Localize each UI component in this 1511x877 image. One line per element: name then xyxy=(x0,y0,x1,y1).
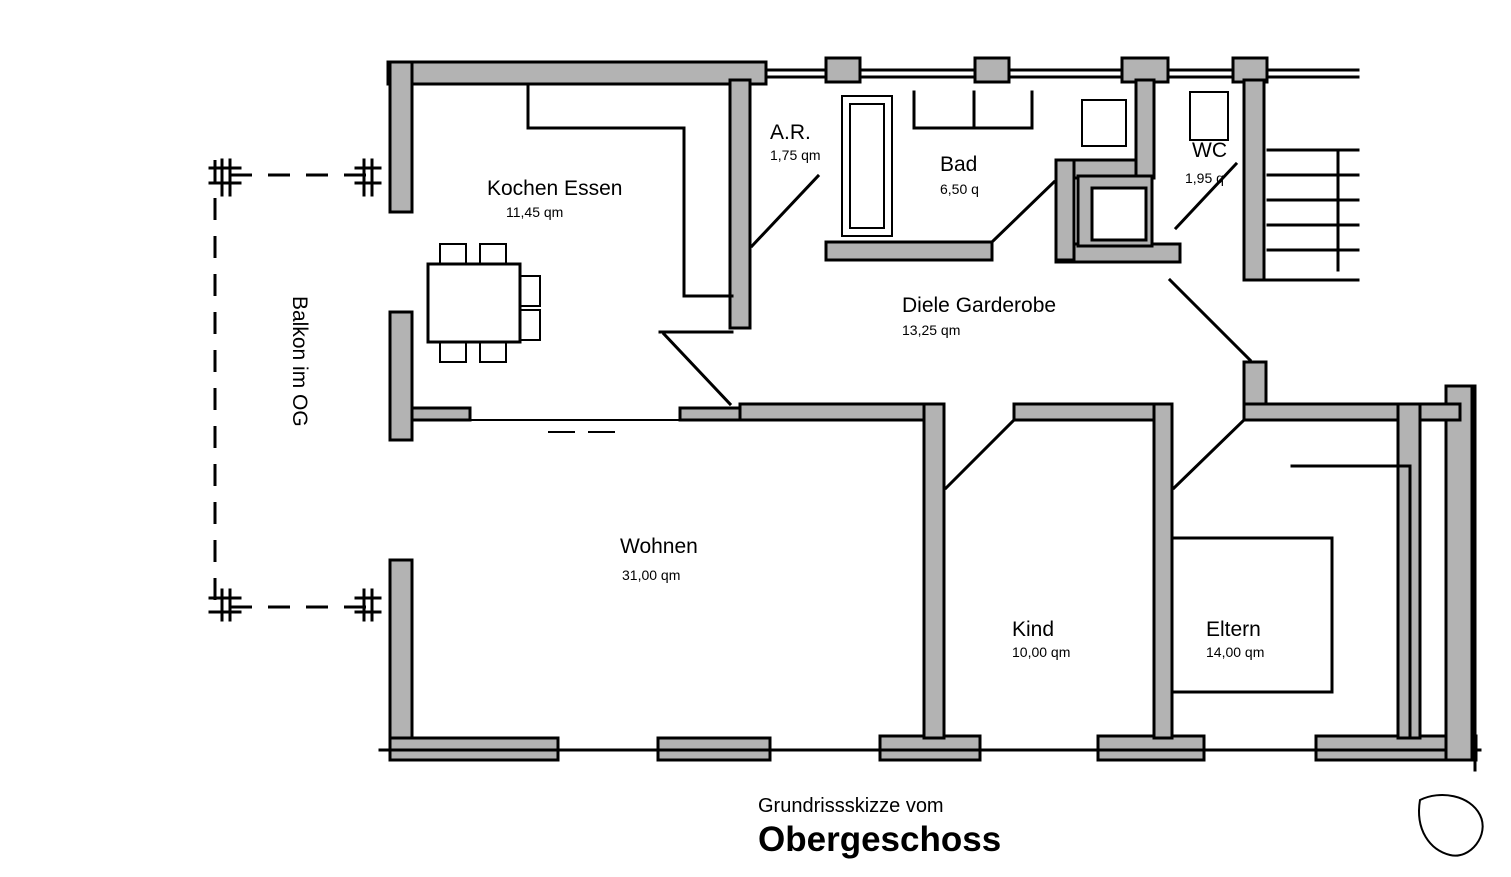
plant-icon xyxy=(1418,794,1484,857)
room-eltern-name: Eltern xyxy=(1206,618,1261,641)
room-bad-area: 6,50 q xyxy=(940,181,979,197)
room-wohnen-name: Wohnen xyxy=(620,535,698,558)
room-ar-area: 1,75 qm xyxy=(770,147,821,163)
dining-table xyxy=(426,243,541,363)
caption-subtitle: Grundrissskizze vom xyxy=(758,795,944,817)
room-diele-area: 13,25 qm xyxy=(902,322,961,338)
bath-fixtures xyxy=(912,90,1229,147)
room-wc-area: 1,95 q xyxy=(1185,170,1224,186)
kitchen-counter xyxy=(526,82,734,298)
exterior-walls xyxy=(378,56,1482,772)
room-kochen-name: Kochen Essen xyxy=(487,177,623,200)
bed-outline xyxy=(1172,464,1412,740)
balcony-outline xyxy=(208,158,382,622)
balcony-label: Balkon im OG xyxy=(288,296,311,427)
room-wc-name: WC xyxy=(1192,139,1227,162)
room-kochen-area: 11,45 qm xyxy=(506,204,564,220)
room-eltern-area: 14,00 qm xyxy=(1206,644,1265,660)
room-bad-name: Bad xyxy=(940,153,978,176)
room-kind-area: 10,00 qm xyxy=(1012,644,1071,660)
bathtub xyxy=(841,95,893,237)
room-kind-name: Kind xyxy=(1012,618,1055,641)
room-diele-name: Diele Garderobe xyxy=(902,294,1057,317)
doors xyxy=(470,161,1253,491)
room-wohnen-area: 31,00 qm xyxy=(622,567,681,583)
caption-title: Obergeschoss xyxy=(758,820,1002,859)
stairs xyxy=(1262,148,1360,282)
room-ar-name: A.R. xyxy=(770,121,811,144)
